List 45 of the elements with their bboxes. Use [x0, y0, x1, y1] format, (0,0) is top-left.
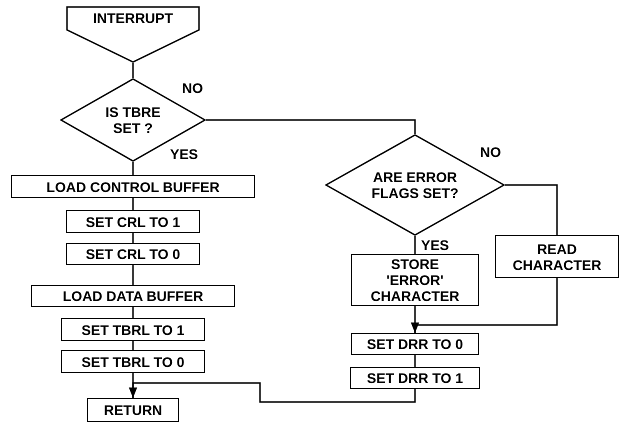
step-label: SET DRR TO 1: [366, 370, 464, 386]
step-label: IS TBRE SET ?: [104, 104, 162, 136]
step-label: LOAD DATA BUFFER: [62, 288, 204, 304]
step-label: READ CHARACTER: [512, 240, 602, 272]
step-label: SET CRL TO 0: [86, 246, 180, 262]
process-box: [351, 333, 479, 355]
process-box: [31, 285, 235, 307]
connector-line: [505, 184, 558, 235]
edge-label: YES: [421, 237, 450, 253]
connector-line: [132, 198, 134, 210]
connector-line: [132, 265, 134, 285]
step-label: ARE ERROR FLAGS SET?: [370, 169, 460, 201]
connector-line: [132, 162, 134, 175]
edge-label: YES: [170, 146, 198, 162]
process-box: [66, 210, 200, 233]
connector-line: [132, 307, 134, 318]
process-box: [11, 175, 255, 198]
decision-diamond: [325, 134, 505, 236]
step-label: RETURN: [104, 402, 162, 418]
step-label: INTERRUPT: [92, 10, 174, 26]
arrow: [410, 278, 558, 333]
connector-line: [132, 63, 134, 78]
step-label: SET CRL TO 1: [86, 214, 180, 230]
terminal-shape: [66, 6, 200, 63]
connector-line: [414, 236, 416, 254]
process-box: [495, 235, 619, 278]
step-label: SET DRR TO 0: [366, 336, 464, 352]
step-label: SET TBRL TO 1: [82, 322, 184, 338]
step-label: STORE 'ERROR' CHARACTER: [370, 256, 460, 304]
process-box: [61, 318, 205, 341]
edge-label: NO: [480, 144, 501, 160]
connector-line: [132, 341, 134, 350]
connector-line: [206, 119, 416, 134]
connector-line: [414, 355, 416, 367]
process-box: [61, 350, 205, 373]
process-box: [350, 367, 480, 389]
process-box: [351, 254, 479, 306]
step-label: LOAD CONTROL BUFFER: [46, 178, 220, 194]
process-box: [66, 243, 200, 265]
decision-diamond: [60, 78, 206, 162]
step-label: SET TBRL TO 0: [82, 354, 184, 370]
edge-label: NO: [182, 80, 203, 96]
connector-line: [132, 233, 134, 243]
arrow: [128, 382, 416, 403]
process-box: [87, 398, 179, 422]
